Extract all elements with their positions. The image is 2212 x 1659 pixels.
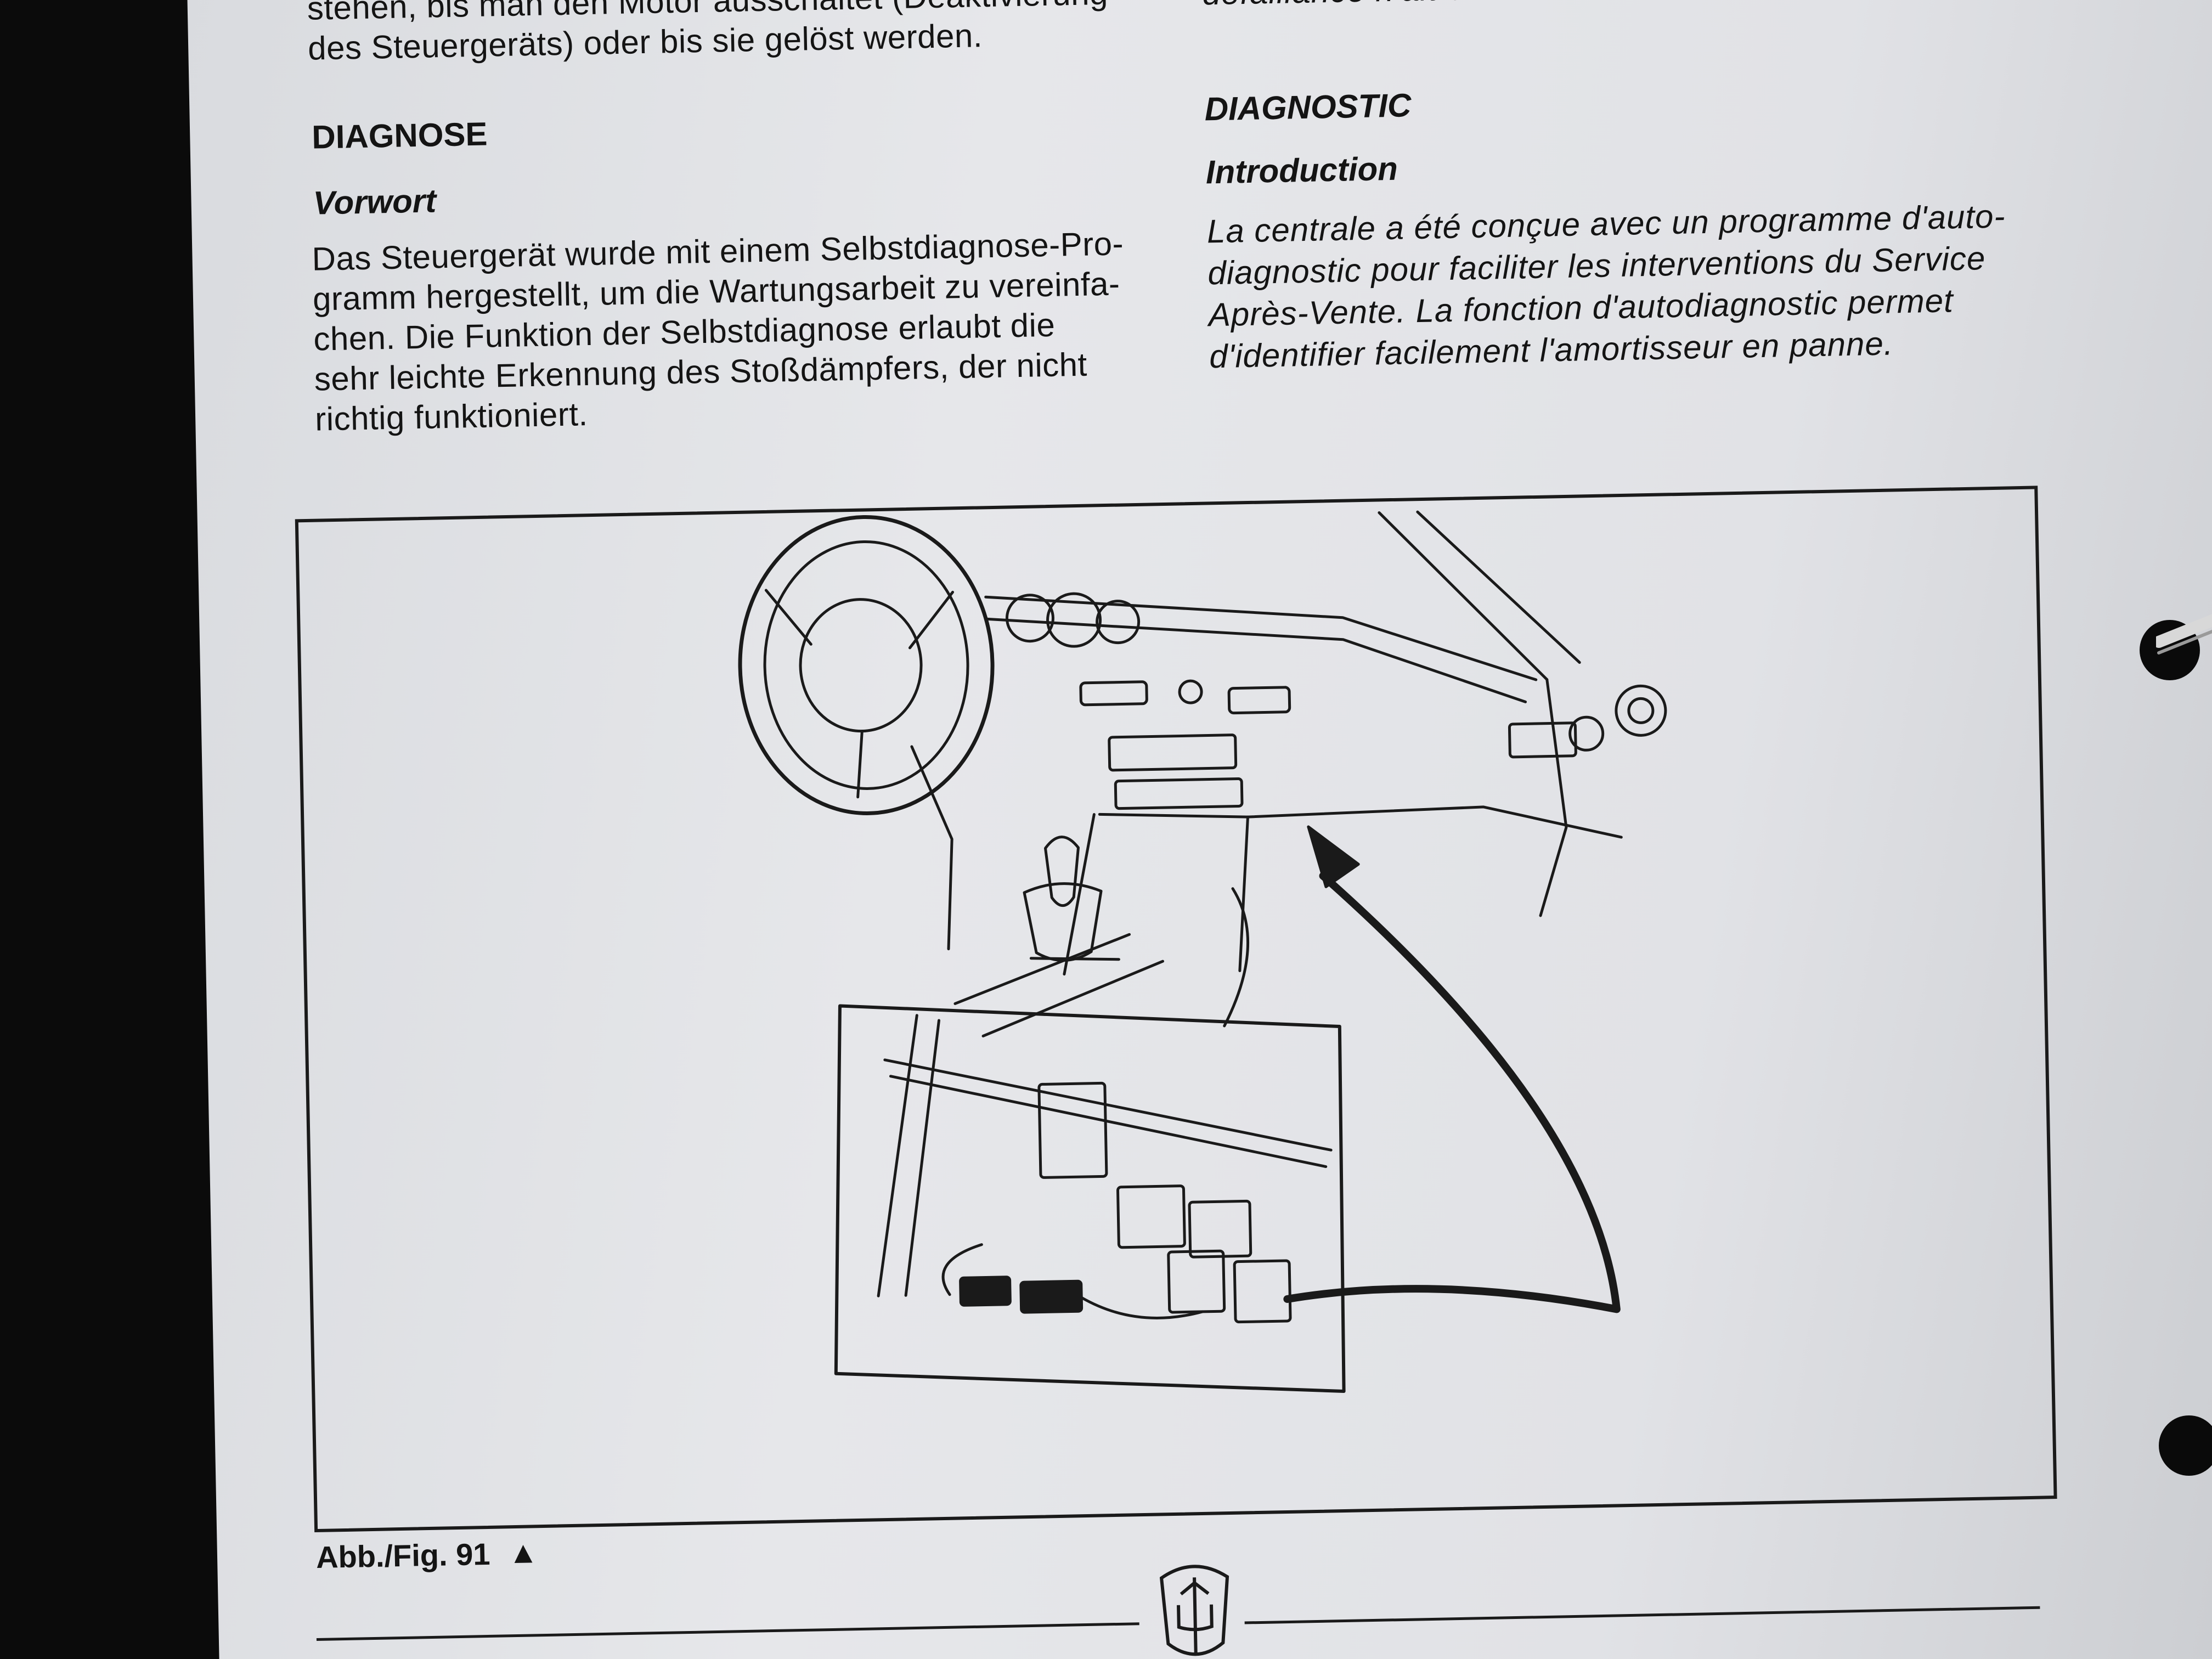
footer-rule-left (316, 1622, 1139, 1641)
french-heading: DIAGNOSTIC (1204, 87, 1412, 128)
figure-caption: Abb./Fig. 91 (315, 1536, 490, 1575)
french-body: La centrale a été conçue avec un program… (1206, 198, 2006, 375)
dashboard-illustration (738, 510, 1667, 1393)
binder-ring-icon (2156, 614, 2212, 654)
german-top-paragraph: Alle Fehlermeldungen (rote Meldeleuchte.… (307, 0, 1108, 67)
trident-emblem-icon (1159, 1565, 1229, 1656)
figure-caption-marker: ▲ (507, 1534, 539, 1570)
binder-hole-icon (2159, 1415, 2212, 1476)
manual-page: Alle Fehlermeldungen (rote Meldeleuchte.… (187, 0, 2212, 1659)
french-top-paragraph: (désactivation de la centrale) ou jusqu'… (1201, 0, 1952, 14)
german-body: Das Steuergerät wurde mit einem Selbstdi… (312, 225, 1124, 438)
german-heading: DIAGNOSE (311, 115, 488, 156)
german-subheading: Vorwort (313, 182, 437, 222)
french-subheading: Introduction (1205, 150, 1398, 191)
footer-rule-right (1244, 1606, 2040, 1624)
figure-frame (295, 486, 2057, 1533)
